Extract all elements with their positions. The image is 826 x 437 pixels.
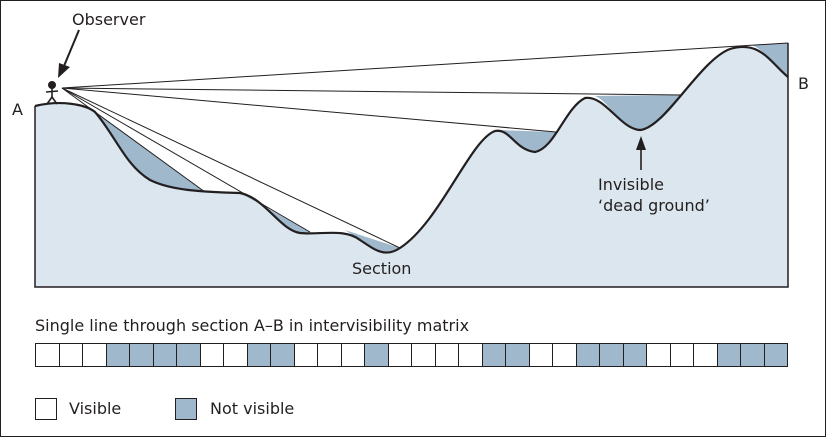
point-a-label: A	[12, 100, 23, 119]
matrix-cell-visible	[670, 344, 694, 366]
matrix-cell-visible	[36, 344, 60, 366]
matrix-cell-visible	[83, 344, 107, 366]
matrix-cell-visible	[529, 344, 553, 366]
sight-line-4	[61, 87, 401, 249]
matrix-cell-not-visible	[600, 344, 624, 366]
matrix-cell-not-visible	[153, 344, 177, 366]
sight-line-6	[61, 87, 206, 193]
sight-lines	[61, 42, 789, 249]
matrix-cell-visible	[435, 344, 459, 366]
matrix-cell-not-visible	[764, 344, 787, 366]
matrix-cell-visible	[553, 344, 577, 366]
section-box	[34, 43, 789, 288]
legend-not-visible-swatch	[175, 398, 197, 420]
matrix-cell-not-visible	[717, 344, 741, 366]
legend-not-visible-label: Not visible	[210, 399, 295, 418]
dead-ground-2	[240, 193, 310, 233]
matrix-cell-visible	[59, 344, 83, 366]
invisible-label: Invisible	[598, 175, 664, 194]
matrix-cell-visible	[318, 344, 342, 366]
matrix-cell-visible	[694, 344, 718, 366]
matrix-cell-not-visible	[482, 344, 506, 366]
matrix-cell-visible	[294, 344, 318, 366]
observer-figure-icon	[45, 81, 59, 105]
dead-ground-5	[593, 95, 682, 130]
intervisibility-matrix	[35, 343, 788, 367]
legend-visible-swatch	[35, 398, 57, 420]
matrix-cell-visible	[224, 344, 248, 366]
matrix-cell-not-visible	[177, 344, 201, 366]
matrix-cell-visible	[412, 344, 436, 366]
matrix-title: Single line through section A–B in inter…	[35, 316, 470, 335]
matrix-cell-not-visible	[271, 344, 295, 366]
matrix-cell-not-visible	[106, 344, 130, 366]
matrix-cell-not-visible	[506, 344, 530, 366]
matrix-cell-not-visible	[623, 344, 647, 366]
sight-line-2	[61, 87, 683, 96]
matrix-cell-visible	[341, 344, 365, 366]
matrix-cell-not-visible	[741, 344, 765, 366]
observer-label: Observer	[72, 10, 146, 29]
dead-ground-4	[497, 129, 556, 152]
matrix-cell-visible	[647, 344, 671, 366]
sight-line-1	[61, 42, 789, 89]
observer-arrow-icon	[58, 29, 80, 78]
section-label: Section	[352, 259, 412, 278]
point-b-label: B	[798, 74, 809, 93]
terrain-body	[35, 46, 788, 288]
matrix-cell-not-visible	[365, 344, 389, 366]
dead-ground-label: ‘dead ground’	[598, 196, 710, 215]
terrain-surface	[34, 45, 789, 254]
sight-line-5	[61, 87, 311, 233]
dead-ground-3	[345, 230, 400, 253]
matrix-cell-visible	[388, 344, 412, 366]
matrix-cell-not-visible	[576, 344, 600, 366]
matrix-cell-not-visible	[130, 344, 154, 366]
matrix-cell-visible	[459, 344, 483, 366]
dead-ground-arrow-icon	[636, 136, 646, 170]
sight-line-3	[61, 87, 557, 133]
matrix-cell-not-visible	[247, 344, 271, 366]
legend-visible-label: Visible	[69, 399, 122, 418]
matrix-cell-visible	[200, 344, 224, 366]
